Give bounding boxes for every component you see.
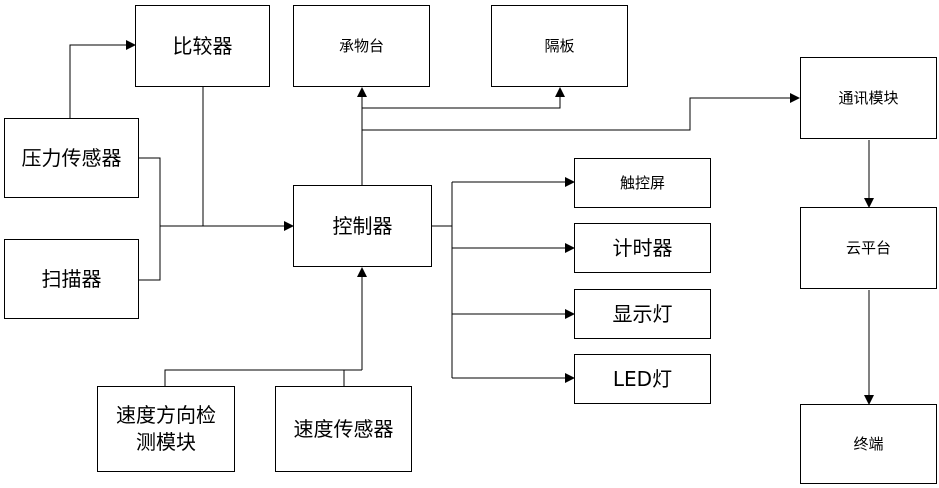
direction-detector-label-line2: 测模块 (116, 429, 216, 456)
partition-box: 隔板 (491, 5, 628, 87)
edge-controller-to-comm (362, 98, 799, 130)
pressure-sensor-box: 压力传感器 (4, 118, 139, 198)
controller-label: 控制器 (333, 213, 393, 240)
led-light-label: LED灯 (613, 366, 672, 393)
timer-label: 计时器 (613, 235, 673, 262)
edge-controller-to-partition (362, 88, 560, 108)
comparator-box: 比较器 (135, 5, 270, 87)
speed-sensor-box: 速度传感器 (275, 386, 412, 472)
comparator-label: 比较器 (173, 33, 233, 60)
stage-box: 承物台 (293, 5, 430, 87)
edge-scanner-to-bus (139, 226, 160, 280)
indicator-light-box: 显示灯 (574, 289, 711, 339)
direction-detector-label-line1: 速度方向检 (116, 402, 216, 429)
cloud-platform-box: 云平台 (800, 207, 937, 289)
terminal-label: 终端 (853, 434, 883, 454)
touchscreen-label: 触控屏 (620, 173, 665, 193)
direction-detector-box: 速度方向检 测模块 (97, 386, 235, 472)
controller-box: 控制器 (293, 185, 432, 267)
scanner-label: 扫描器 (42, 266, 102, 293)
speed-sensor-label: 速度传感器 (294, 416, 394, 443)
edge-pressure-to-bus (139, 158, 160, 226)
timer-box: 计时器 (574, 223, 711, 273)
cloud-platform-label: 云平台 (846, 238, 891, 258)
edge-pressure-to-comparator (70, 45, 135, 118)
partition-label: 隔板 (544, 36, 574, 56)
led-light-box: LED灯 (574, 354, 711, 404)
comm-module-box: 通讯模块 (800, 57, 937, 139)
comm-module-label: 通讯模块 (838, 88, 898, 108)
stage-label: 承物台 (339, 36, 384, 56)
edge-direction-to-controller (165, 370, 362, 386)
scanner-box: 扫描器 (4, 239, 139, 319)
indicator-light-label: 显示灯 (613, 301, 673, 328)
pressure-sensor-label: 压力传感器 (22, 145, 122, 172)
terminal-box: 终端 (800, 404, 937, 484)
touchscreen-box: 触控屏 (574, 158, 711, 208)
